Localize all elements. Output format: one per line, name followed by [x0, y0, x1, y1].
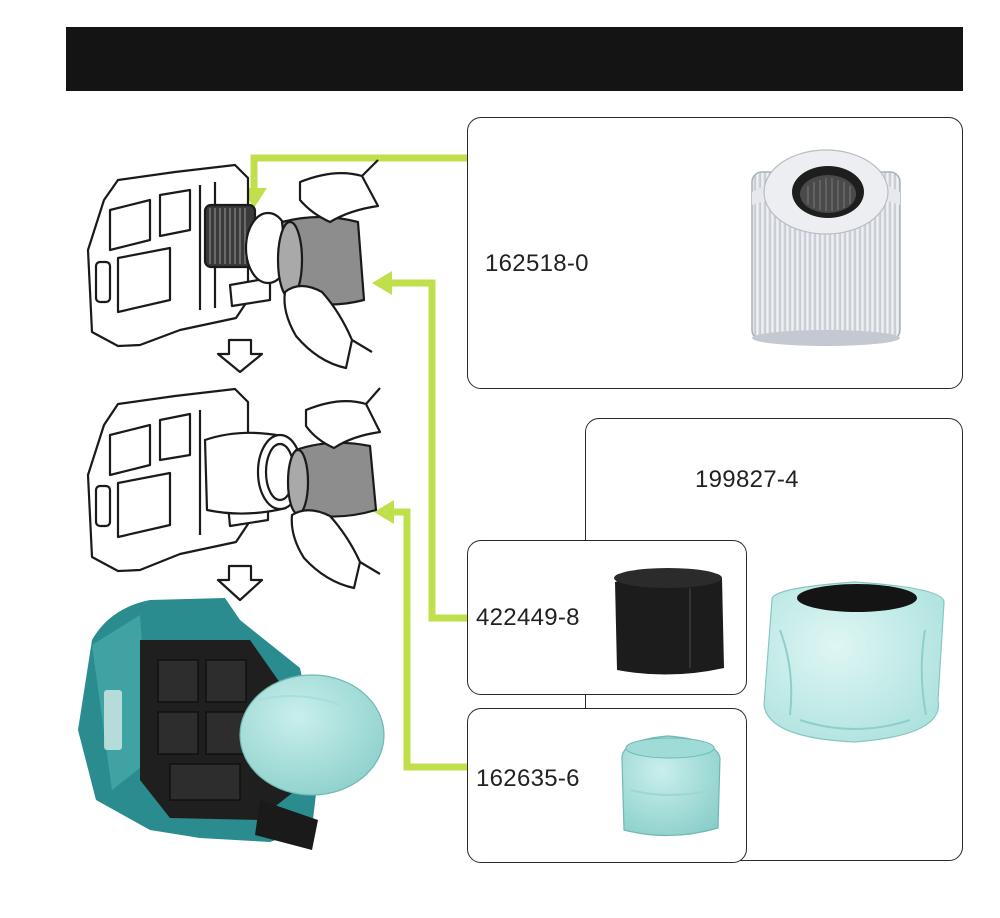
- step1-hand-bottom: [283, 284, 354, 370]
- step2-hand-bottom: [290, 509, 362, 590]
- foam-sponge-filter-icon: [614, 568, 724, 675]
- arrow-head-422449-8: [372, 271, 392, 295]
- arrow-422449-8: [388, 279, 467, 622]
- connector-arrows: [250, 154, 467, 771]
- small-cloth-filter-icon: [621, 735, 721, 837]
- part-code-162635-6: 162635-6: [476, 765, 580, 792]
- step1-illustration: [86, 159, 380, 370]
- part-code-199827-4: 199827-4: [695, 466, 799, 493]
- arrow-162635-6: [390, 508, 467, 771]
- arrow-162518-0: [250, 154, 467, 190]
- step-arrow-down-icon: [216, 338, 264, 374]
- header-bar: [66, 27, 963, 91]
- step2-hand-top: [304, 399, 382, 450]
- hepa-cartridge-filter-icon: [751, 149, 901, 346]
- part-code-162518-0: 162518-0: [485, 250, 589, 277]
- step2-vacuum-body: [86, 387, 250, 573]
- step1-hand-top: [298, 172, 380, 224]
- step3-illustration: [78, 598, 385, 850]
- step-arrow-down-icon: [216, 564, 264, 602]
- arrow-head-162635-6: [374, 500, 394, 524]
- large-cloth-prefilter-icon: [763, 581, 945, 743]
- step2-illustration: [86, 387, 382, 590]
- part-code-422449-8: 422449-8: [476, 604, 580, 631]
- step3-cloth-cover: [239, 674, 385, 796]
